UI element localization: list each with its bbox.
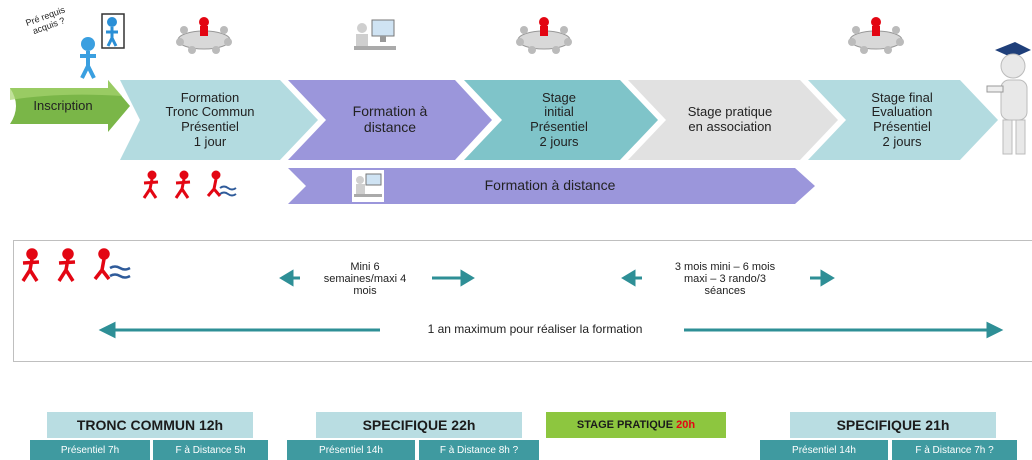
chevron-stage-initial [464, 80, 658, 160]
timeline-mini-label: Mini 6 semaines/maxi 4 mois [323, 260, 407, 298]
timeline-arrows [98, 269, 1004, 339]
prerequis-figure: Pré requis acquis ? [12, 2, 127, 82]
swimming-figure-icon [93, 248, 131, 281]
stage-pratique-header: STAGE PRATIQUE 20h [546, 412, 726, 438]
spec21-presentiel: Présentiel 14h [760, 440, 888, 460]
stage-pratique-hours: 20h [676, 419, 696, 431]
tronc-commun-header: TRONC COMMUN 12h [47, 412, 253, 438]
timeline-box [13, 240, 1032, 362]
spec21-distance: F à Distance 7h ? [892, 440, 1017, 460]
inscription-label: Inscription [33, 97, 93, 113]
stage-pratique-title: STAGE PRATIQUE [576, 419, 674, 431]
specifique-21h-header: SPECIFIQUE 21h [790, 412, 996, 438]
tronc-presentiel: Présentiel 7h [30, 440, 150, 460]
chevron-stage-final [808, 80, 998, 160]
question-figure-icon [80, 13, 125, 79]
running-figure-icon [21, 248, 40, 282]
sport-icons [142, 170, 237, 199]
timeline-max-label: 1 an maximum pour réaliser la formation [427, 322, 643, 337]
inscription-arrow [10, 80, 130, 132]
chevron-stage-pratique [628, 80, 838, 160]
tronc-distance: F à Distance 5h [153, 440, 268, 460]
meeting-table-icon [176, 17, 232, 54]
computer-workstation-icon [354, 19, 396, 50]
spec22-distance: F à Distance 8h ? [419, 440, 539, 460]
specifique-22h-header: SPECIFIQUE 22h [316, 412, 522, 438]
meeting-table-icon [848, 17, 904, 54]
running-figure-icon [142, 170, 159, 199]
step-formation-distance: Formation à distance [352, 103, 428, 135]
distance-bar-label: Formation à distance [484, 177, 616, 194]
graduate-figure-icon [986, 42, 1031, 155]
running-figure-icon [57, 248, 76, 282]
timeline-mois-label: 3 mois mini – 6 mois maxi – 3 rando/3 sé… [674, 260, 776, 298]
chevron-formation-distance [288, 80, 492, 160]
step-stage-pratique: Stage pratique en association [687, 104, 773, 134]
step-stage-final: Stage final Evaluation Présentiel 2 jour… [871, 89, 933, 149]
distance-bar-arrow [288, 168, 815, 204]
chevron-tronc-commun [120, 80, 318, 160]
spec22-presentiel: Présentiel 14h [287, 440, 415, 460]
running-figure-icon [174, 170, 191, 199]
meeting-table-icon [516, 17, 572, 54]
computer-workstation-icon [352, 170, 384, 202]
swimming-figure-icon [206, 170, 237, 197]
step-tronc-commun: Formation Tronc Commun Présentiel 1 jour [165, 89, 255, 149]
process-arrows [10, 80, 998, 204]
step-stage-initial: Stage initial Présentiel 2 jours [530, 89, 588, 149]
timeline-sport-icons [21, 248, 131, 282]
